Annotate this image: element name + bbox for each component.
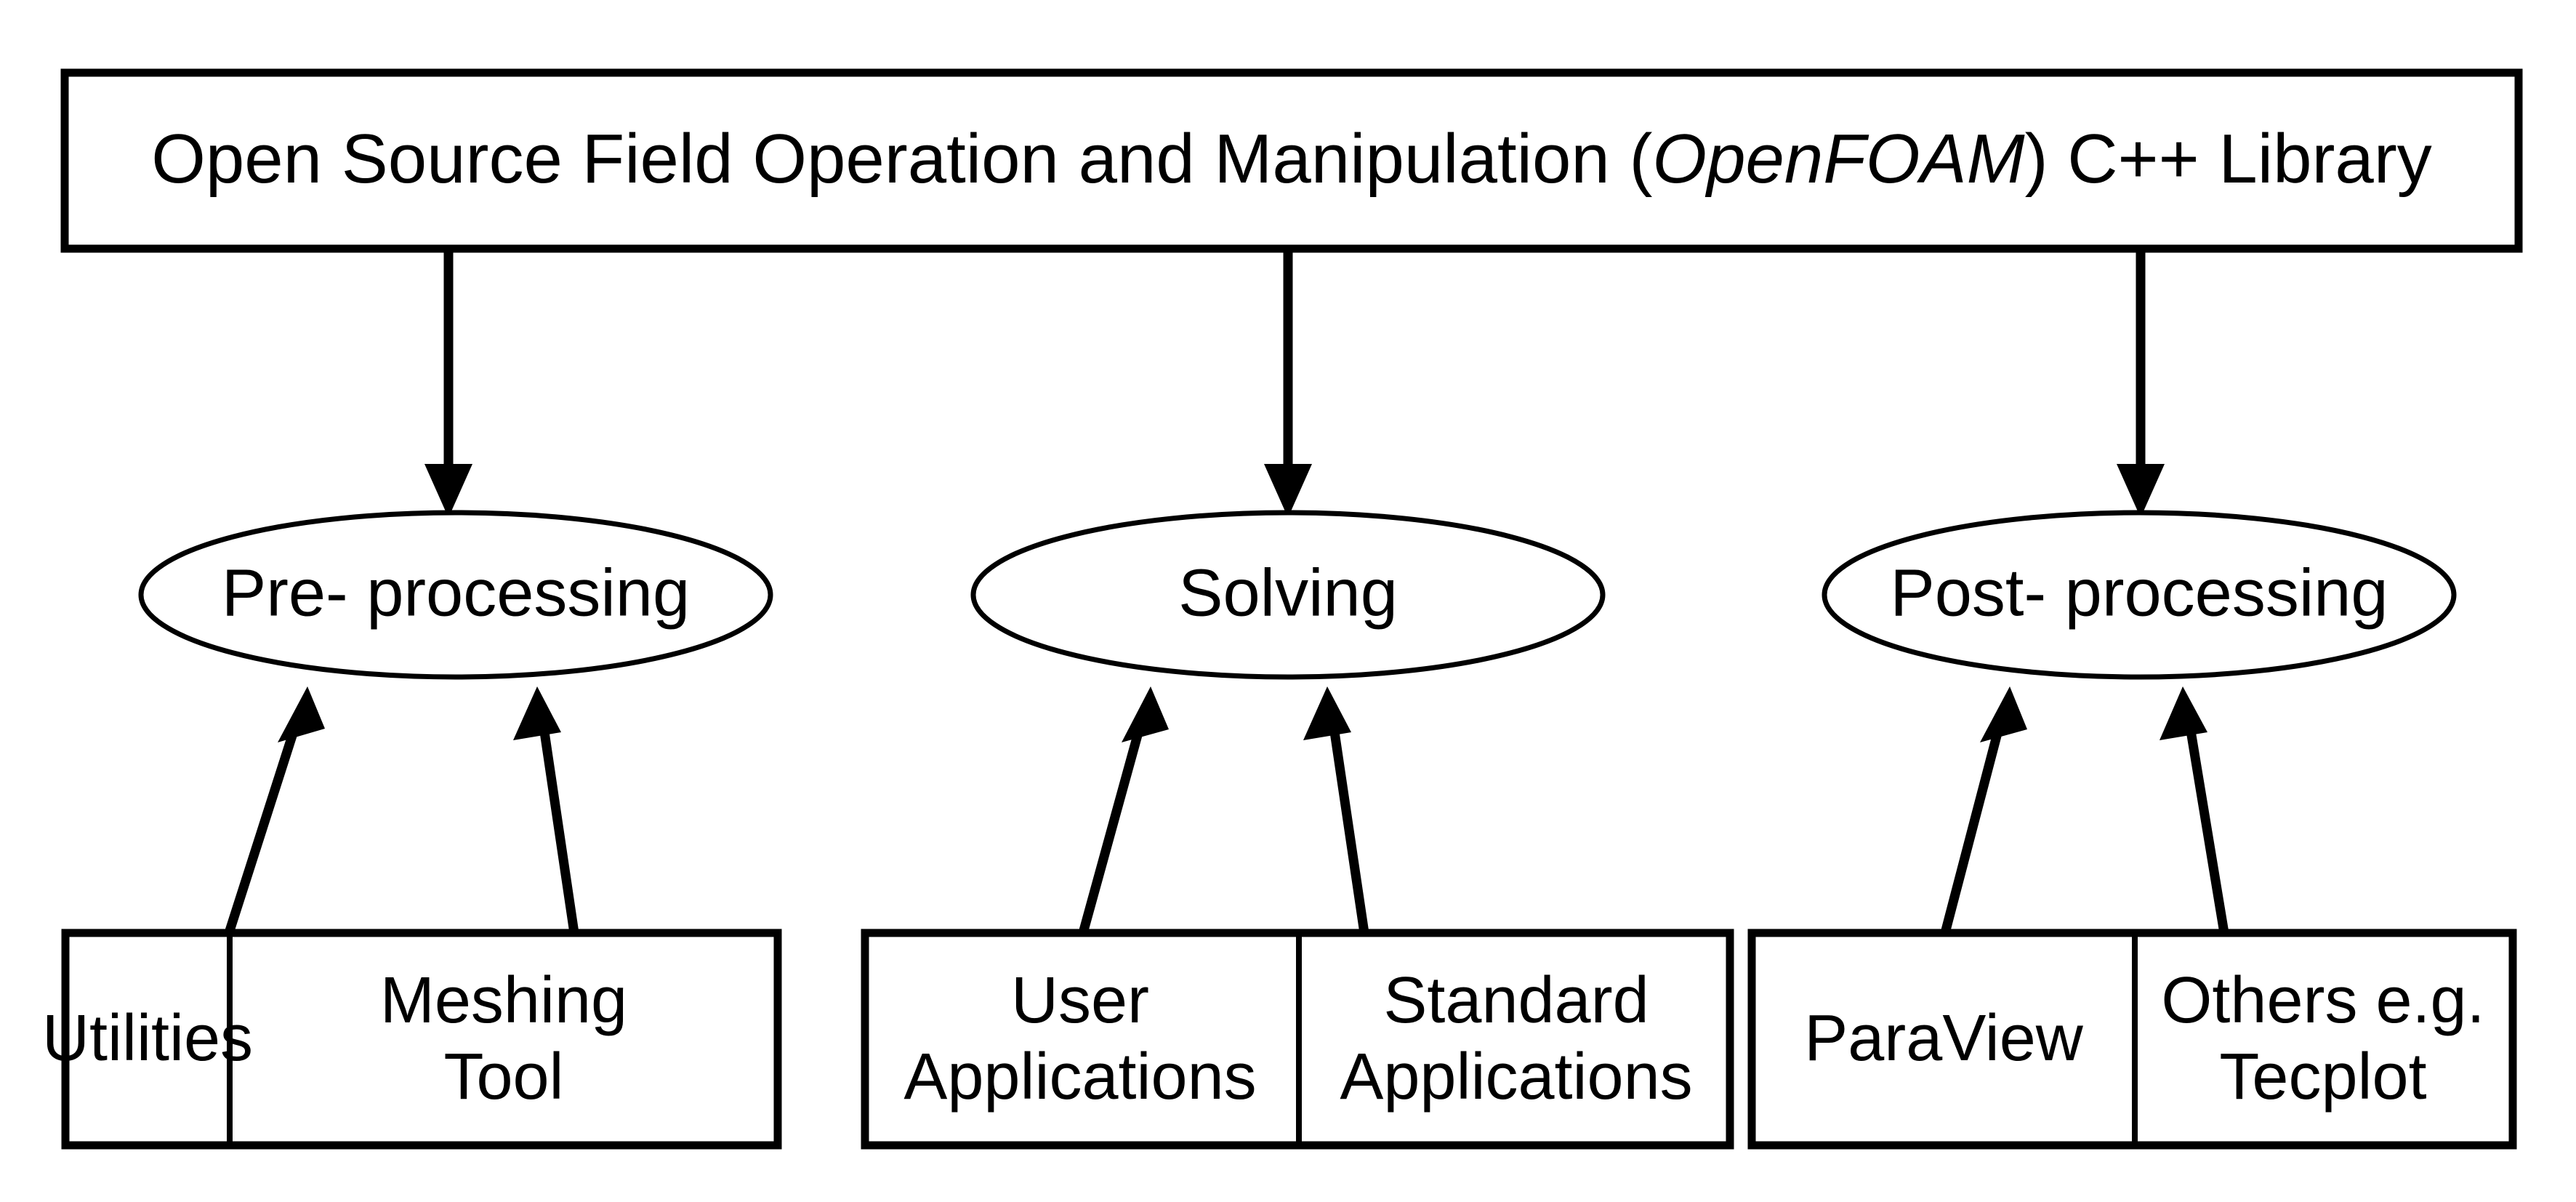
arrowhead-down-post	[2117, 464, 2165, 518]
title-box-label: Open Source Field Operation and Manipula…	[151, 120, 2432, 198]
edge-title-to-post	[2117, 249, 2165, 518]
stage-ellipse-pre	[138, 510, 773, 680]
edge-meshing-tool-to-pre	[513, 686, 579, 934]
stage-label-pre: Pre- processing	[222, 556, 690, 630]
edge-title-to-pre	[424, 249, 472, 518]
edge-title-to-solving	[1264, 249, 1312, 518]
title-text-emphasis: OpenFOAM	[1652, 120, 2024, 198]
arrowhead-up-meshing-tool	[513, 686, 561, 740]
edge-paraview-to-post	[1940, 686, 2027, 934]
title-text-before: Open Source Field Operation and Manipula…	[151, 120, 1652, 198]
arrowhead-up-user-applications	[1122, 686, 1169, 742]
leaf-cell-standard-applications-line2: Applications	[1340, 1041, 1692, 1113]
edge-standard-applications-to-solving	[1303, 686, 1369, 934]
leaf-cell-meshing-tool-line2: Tool	[443, 1041, 563, 1113]
stage-label-post: Post- processing	[1890, 556, 2388, 630]
leaf-box-pre	[61, 929, 782, 1150]
leaf-cell-utilities-line1: Utilities	[42, 1002, 253, 1075]
leaf-group-post: ParaView Others e.g. Tecplot	[1747, 929, 2517, 1150]
edge-others-to-post	[2160, 686, 2229, 934]
arrowhead-down-solving	[1264, 464, 1312, 518]
stage-label-solving: Solving	[1178, 556, 1398, 630]
title-box	[60, 68, 2523, 253]
leaf-group-solving: User Applications Standard Applications	[861, 929, 1734, 1150]
arrowhead-up-paraview	[1980, 686, 2027, 742]
leaf-cell-user-applications-line1: User	[1011, 964, 1149, 1037]
arrowhead-up-standard-applications	[1303, 686, 1351, 740]
stage-ellipse-solving	[970, 510, 1606, 680]
edge-user-applications-to-solving	[1078, 686, 1169, 934]
title-text-after: ) C++ Library	[2025, 120, 2432, 198]
leaf-cell-others-line2: Tecplot	[2219, 1041, 2426, 1113]
leaf-cell-user-applications-line2: Applications	[903, 1041, 1256, 1113]
arrowhead-up-others	[2160, 686, 2207, 740]
edge-utilities-to-pre	[224, 686, 325, 934]
leaf-cell-others-line1: Others e.g.	[2161, 964, 2484, 1037]
arrowhead-up-utilities	[278, 686, 325, 742]
arrowhead-down-pre	[424, 464, 472, 518]
leaf-group-pre: Utilities Meshing Tool	[42, 929, 782, 1150]
leaf-cell-meshing-tool-line1: Meshing	[380, 964, 627, 1037]
leaf-cell-paraview-line1: ParaView	[1804, 1002, 2084, 1075]
stage-ellipse-post	[1822, 510, 2457, 680]
leaf-cell-standard-applications-line1: Standard	[1383, 964, 1649, 1037]
